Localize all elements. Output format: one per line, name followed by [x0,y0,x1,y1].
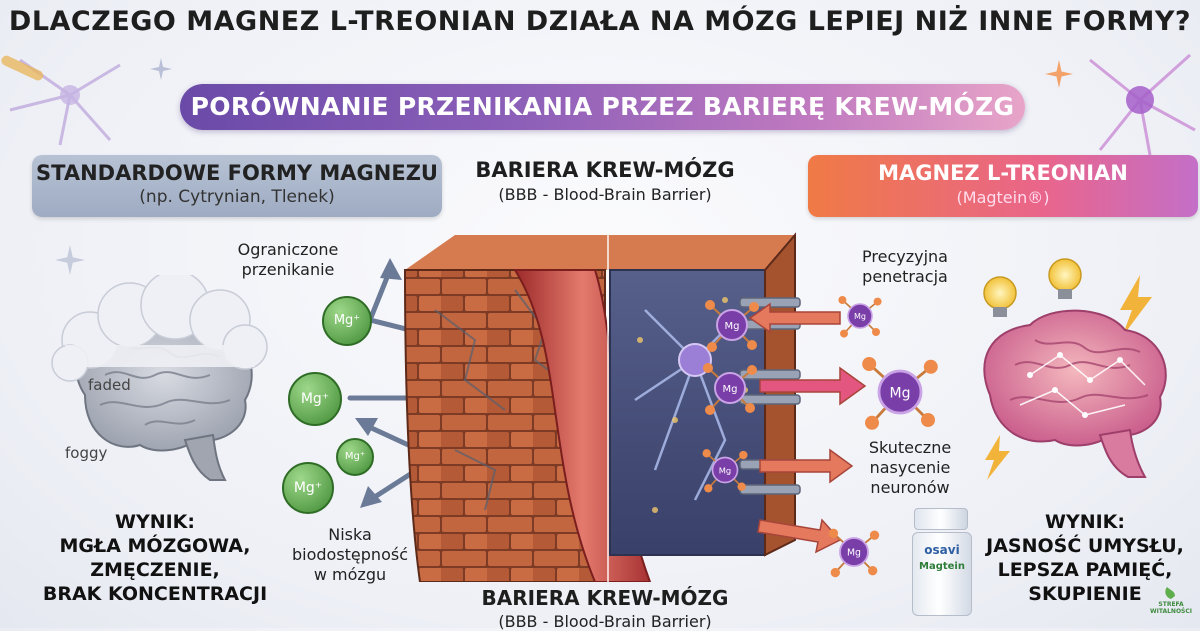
treonian-subtitle: (Magtein®) [956,188,1050,207]
treonian-title: MAGNEZ L-TREONIAN [878,161,1128,185]
result-line: SKUPIENIE [1028,583,1142,605]
sparkle-icon [55,245,85,275]
mg-molecule-label: Mg [890,386,911,402]
mg-molecule-label: Mg [854,312,866,321]
barrier-footer: BARIERA KREW-MÓZG (BBB - Blood-Brain Bar… [455,586,755,631]
mg-ion-label: Mg⁺ [333,313,361,328]
neuron-saturation-note: Skuteczne nasycenie neuronów [855,438,965,498]
lightbulb-icon [1048,258,1082,299]
mg-molecule-purple-large: Mg [862,357,938,430]
brain-label-faded: faded [88,376,131,394]
result-line: MGŁA MÓZGOWA, [59,535,251,557]
barrier-header: BARIERA KREW-MÓZG (BBB - Blood-Brain Bar… [455,158,755,204]
standard-forms-title: STANDARDOWE FORMY MAGNEZU [36,161,438,185]
precise-penetration-note: Precyzyjna penetracja [850,247,960,287]
penetration-arrows [748,302,867,554]
treonian-header: MAGNEZ L-TREONIAN (Magtein®) [808,155,1198,217]
standard-forms-header: STANDARDOWE FORMY MAGNEZU (np. Cytrynian… [32,155,442,217]
lightbulb-icon [983,276,1017,317]
mg-ion-label: Mg⁺ [300,391,330,407]
brick-barrier-wall [403,230,801,582]
sparkle-icon [1045,60,1073,88]
brain-label-foggy: foggy [65,444,108,462]
supplement-bottle: osavi Magtein [912,508,972,616]
barrier-subtitle: (BBB - Blood-Brain Barrier) [498,185,712,204]
note-line: nasycenie [869,458,951,477]
bottle-cap [914,508,968,530]
bottle-brand: osavi [924,543,960,557]
mg-molecule-label: Mg [847,548,861,559]
mg-ion-label: Mg⁺ [293,480,323,496]
barrier-footer-subtitle: (BBB - Blood-Brain Barrier) [498,612,712,631]
mg-molecule-label: Mg [725,321,740,332]
standard-result: WYNIK: MGŁA MÓZGOWA, ZMĘCZENIE, BRAK KON… [40,510,270,606]
note-line: penetracja [862,267,948,286]
leaf-icon [1165,587,1175,599]
foggy-brain-illustration [51,275,268,481]
mg-molecule-label: Mg [723,384,738,395]
note-line: Precyzyjna [862,247,948,266]
background-neuron-right [1089,53,1196,156]
mg-molecule-label: Mg [719,465,731,475]
bright-brain-illustration [983,258,1167,480]
mg-ion-green: Mg⁺ [322,296,372,346]
bottle-body: osavi Magtein [912,532,972,616]
comparison-banner: PORÓWNANIE PRZENIKANIA PRZEZ BARIERĘ KRE… [180,84,1025,130]
mg-molecule-purple: Mg [705,300,759,352]
mg-ion-green: Mg⁺ [336,438,374,476]
mg-molecule-purple: Mg [838,296,882,338]
background-neuron-left [1,55,121,146]
mg-molecule-purple: Mg [702,449,748,493]
note-line: neuronów [870,478,950,497]
mg-ion-green: Mg⁺ [288,372,342,426]
note-line: Skuteczne [868,438,952,457]
main-title: DLACZEGO MAGNEZ L-TREONIAN DZIAŁA NA MÓZ… [8,6,1192,37]
result-line: WYNIK: [1044,511,1125,533]
lightning-icon [985,275,1152,480]
brand-line: STREFA [1158,601,1184,608]
result-line: WYNIK: [114,511,195,533]
mg-ion-green: Mg⁺ [282,462,334,514]
note-line: w mózgu [313,565,387,584]
low-bioavailability-note: Niska biodostępność w mózgu [285,525,415,585]
treonian-result: WYNIK: JASNOŚĆ UMYSŁU, LEPSZA PAMIĘĆ, SK… [975,510,1195,606]
result-line: ZMĘCZENIE, [90,559,220,581]
barrier-title: BARIERA KREW-MÓZG [475,158,735,182]
note-line: biodostępność [291,545,408,564]
standard-forms-subtitle: (np. Cytrynian, Tlenek) [139,187,335,207]
result-line: JASNOŚĆ UMYSŁU, [986,535,1184,557]
note-line: Niska [328,525,372,544]
bottle-label: Magtein [919,561,965,572]
limited-penetration-note: Ograniczone przenikanie [228,240,348,280]
sparkle-icon [150,58,172,80]
brand-line: WITALNOŚCI [1149,608,1193,615]
note-line: przenikanie [241,260,335,279]
result-line: BRAK KONCENTRACJI [42,583,268,605]
mg-molecule-purple: Mg [703,363,757,415]
note-line: Ograniczone [237,240,339,259]
mg-ion-label: Mg⁺ [344,451,366,462]
barrier-footer-title: BARIERA KREW-MÓZG [481,586,729,610]
mg-molecule-purple: Mg [828,528,880,578]
brand-logo: STREFA WITALNOŚCI [1146,587,1196,615]
result-line: LEPSZA PAMIĘĆ, [997,559,1173,581]
